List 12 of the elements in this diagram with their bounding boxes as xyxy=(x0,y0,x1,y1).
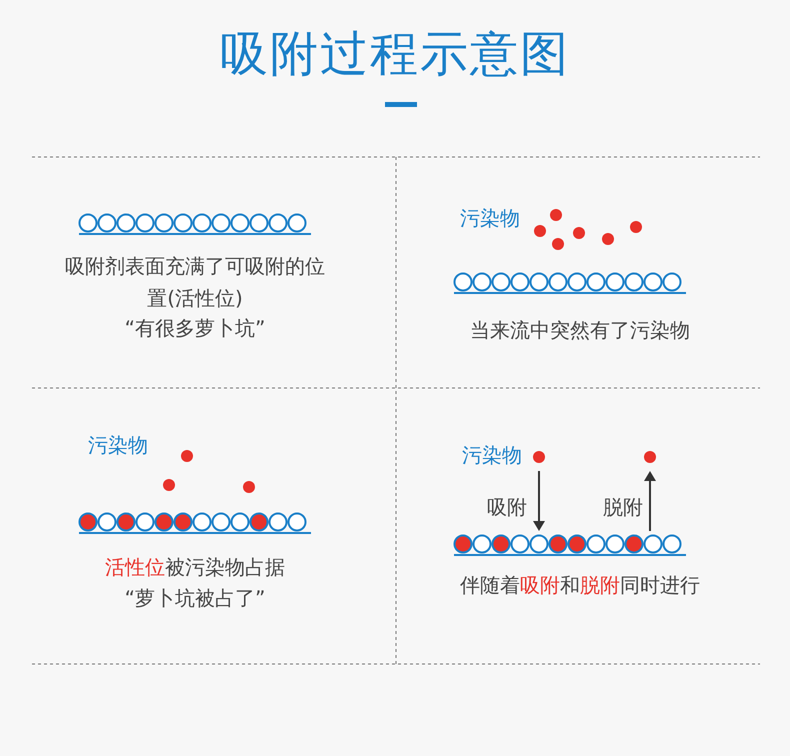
description-text: 伴随着吸附和脱附同时进行 xyxy=(459,572,701,599)
process-label: 吸附 xyxy=(486,494,528,521)
pollutant-label: 污染物 xyxy=(459,205,521,232)
pollutant-label: 污染物 xyxy=(87,432,149,459)
description-text: “有很多萝卜坑” xyxy=(124,315,266,342)
process-label: 脱附 xyxy=(602,494,644,521)
description-text: 活性位被污染物占据 xyxy=(104,554,286,581)
description-text: 吸附剂表面充满了可吸附的位置(活性位) xyxy=(64,253,326,312)
pollutant-label: 污染物 xyxy=(461,442,523,469)
description-text: 当来流中突然有了污染物 xyxy=(469,317,691,344)
title: 吸附过程示意图 xyxy=(219,25,571,84)
description-text: “萝卜坑被占了” xyxy=(124,585,266,612)
